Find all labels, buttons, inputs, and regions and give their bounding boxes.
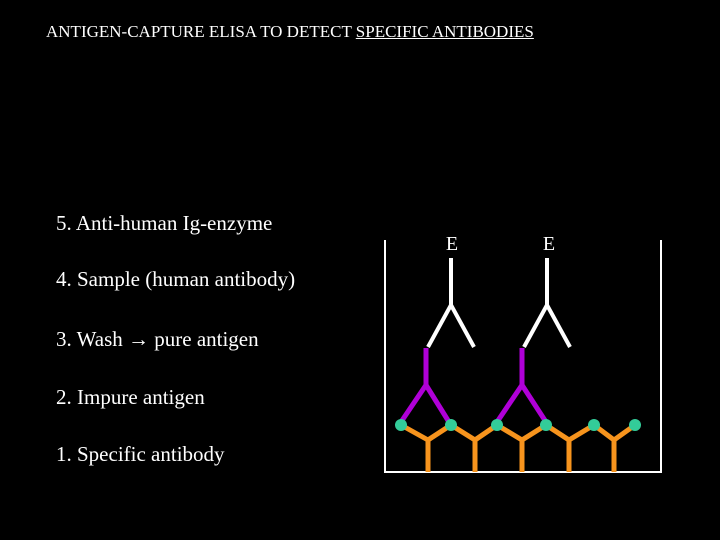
- antigen-dot: [395, 419, 407, 431]
- antigen-dot: [588, 419, 600, 431]
- capture-antibody: [399, 422, 453, 472]
- enzyme-label: E: [446, 233, 458, 255]
- enzyme-antibodies: [426, 258, 572, 348]
- capture-antibodies: [399, 422, 637, 472]
- antigen-dot: [491, 419, 503, 431]
- enzyme-antibody: [426, 258, 476, 348]
- step-list: 5. Anti-human Ig-enzyme 4. Sample (human…: [56, 0, 356, 540]
- step-1-label: 1. Specific antibody: [56, 442, 225, 466]
- capture-antibody: [592, 422, 637, 472]
- enzyme-label: E: [543, 233, 555, 255]
- capture-antibody: [449, 422, 499, 472]
- step-4-label: 4. Sample (human antibody): [56, 267, 296, 291]
- antigens: [395, 419, 641, 431]
- antigen-dot: [445, 419, 457, 431]
- human-antibody: [398, 348, 452, 424]
- antigen-dot: [629, 419, 641, 431]
- step-5-label: 5. Anti-human Ig-enzyme: [56, 211, 273, 235]
- step-2-label: 2. Impure antigen: [56, 385, 205, 409]
- title-prefix: ANTIGEN-CAPTURE ELISA TO DETECT: [46, 22, 356, 41]
- capture-antibody: [495, 422, 548, 472]
- enzyme-antibody: [522, 258, 572, 348]
- title-emphasis: SPECIFIC ANTIBODIES: [355, 22, 534, 41]
- human-antibodies: [398, 348, 549, 424]
- capture-antibody: [544, 422, 596, 472]
- antigen-dot: [540, 419, 552, 431]
- human-antibody: [494, 348, 549, 424]
- step-3-label: 3. Wash → pure antigen: [56, 327, 259, 351]
- page-title: ANTIGEN-CAPTURE ELISA TO DETECT SPECIFIC…: [46, 22, 534, 42]
